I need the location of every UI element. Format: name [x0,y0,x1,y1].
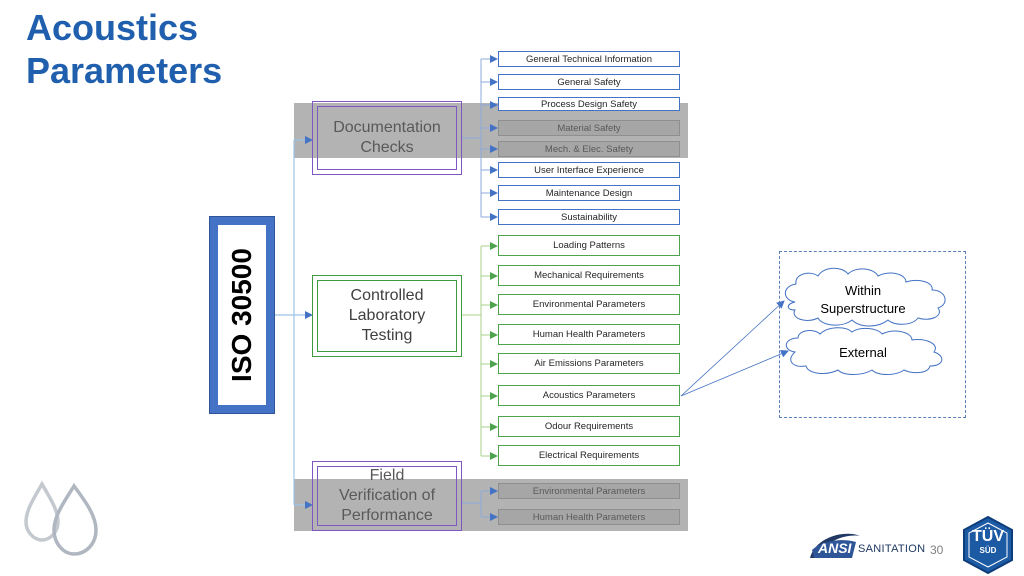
external-label: External [839,345,887,360]
slide-title: Acoustics Parameters [26,7,223,91]
doc-item-process-design-safety: Process Design Safety [498,97,680,111]
documentation-checks-box: Documentation Checks [312,101,462,175]
acoustic-targets-dashed-box [779,251,966,418]
lab-item-human-health-parameters: Human Health Parameters [498,324,680,345]
cloud-external [785,327,943,375]
field-item-environmental-parameters: Environmental Parameters [498,483,680,499]
within-superstructure-label: Within Superstructure [820,283,906,316]
water-drops-icon [24,480,98,556]
ansi-logo-text: ANSI [818,540,852,556]
lab-item-electrical-requirements: Electrical Requirements [498,445,680,466]
doc-item-sustainability: Sustainability [498,209,680,225]
lab-item-loading-patterns: Loading Patterns [498,235,680,256]
doc-item-user-interface-experience: User Interface Experience [498,162,680,178]
doc-item-maintenance-design: Maintenance Design [498,185,680,201]
acoustic-target-connectors [680,300,789,397]
tuv-sud-logo-text: SÜD [979,546,997,555]
root-connectors [275,136,313,509]
field-item-human-health-parameters: Human Health Parameters [498,509,680,525]
doc-item-material-safety: Material Safety [498,120,680,136]
controlled-laboratory-testing-label: Controlled Laboratory Testing [348,287,426,344]
laboratory-connectors [462,242,498,460]
field-verification-box: Field Verification of Performance [312,461,462,531]
cloud-within-superstructure [784,267,946,327]
lab-item-air-emissions-parameters: Air Emissions Parameters [498,353,680,374]
lab-item-odour-requirements: Odour Requirements [498,416,680,437]
lab-item-acoustics-parameters: Acoustics Parameters [498,385,680,406]
iso-30500-root-box: ISO 30500 [209,216,275,414]
tuv-logo-text: TÜV [972,528,1004,545]
tuv-sud-logo-icon [963,515,1013,575]
field-connectors [462,487,498,521]
lab-item-mechanical-requirements: Mechanical Requirements [498,265,680,286]
ansi-logo-icon [810,533,860,558]
controlled-laboratory-testing-box: Controlled Laboratory Testing [312,275,462,357]
documentation-checks-label: Documentation Checks [333,119,441,156]
lab-item-environmental-parameters: Environmental Parameters [498,294,680,315]
sanitation-logo-text: SANITATION [858,543,926,555]
doc-item-general-safety: General Safety [498,74,680,90]
documentation-connectors [462,55,498,221]
doc-item-mech-elec-safety: Mech. & Elec. Safety [498,141,680,157]
field-verification-label: Field Verification of Performance [338,467,436,524]
page-number: 30 [930,543,944,557]
doc-item-general-technical-information: General Technical Information [498,51,680,67]
